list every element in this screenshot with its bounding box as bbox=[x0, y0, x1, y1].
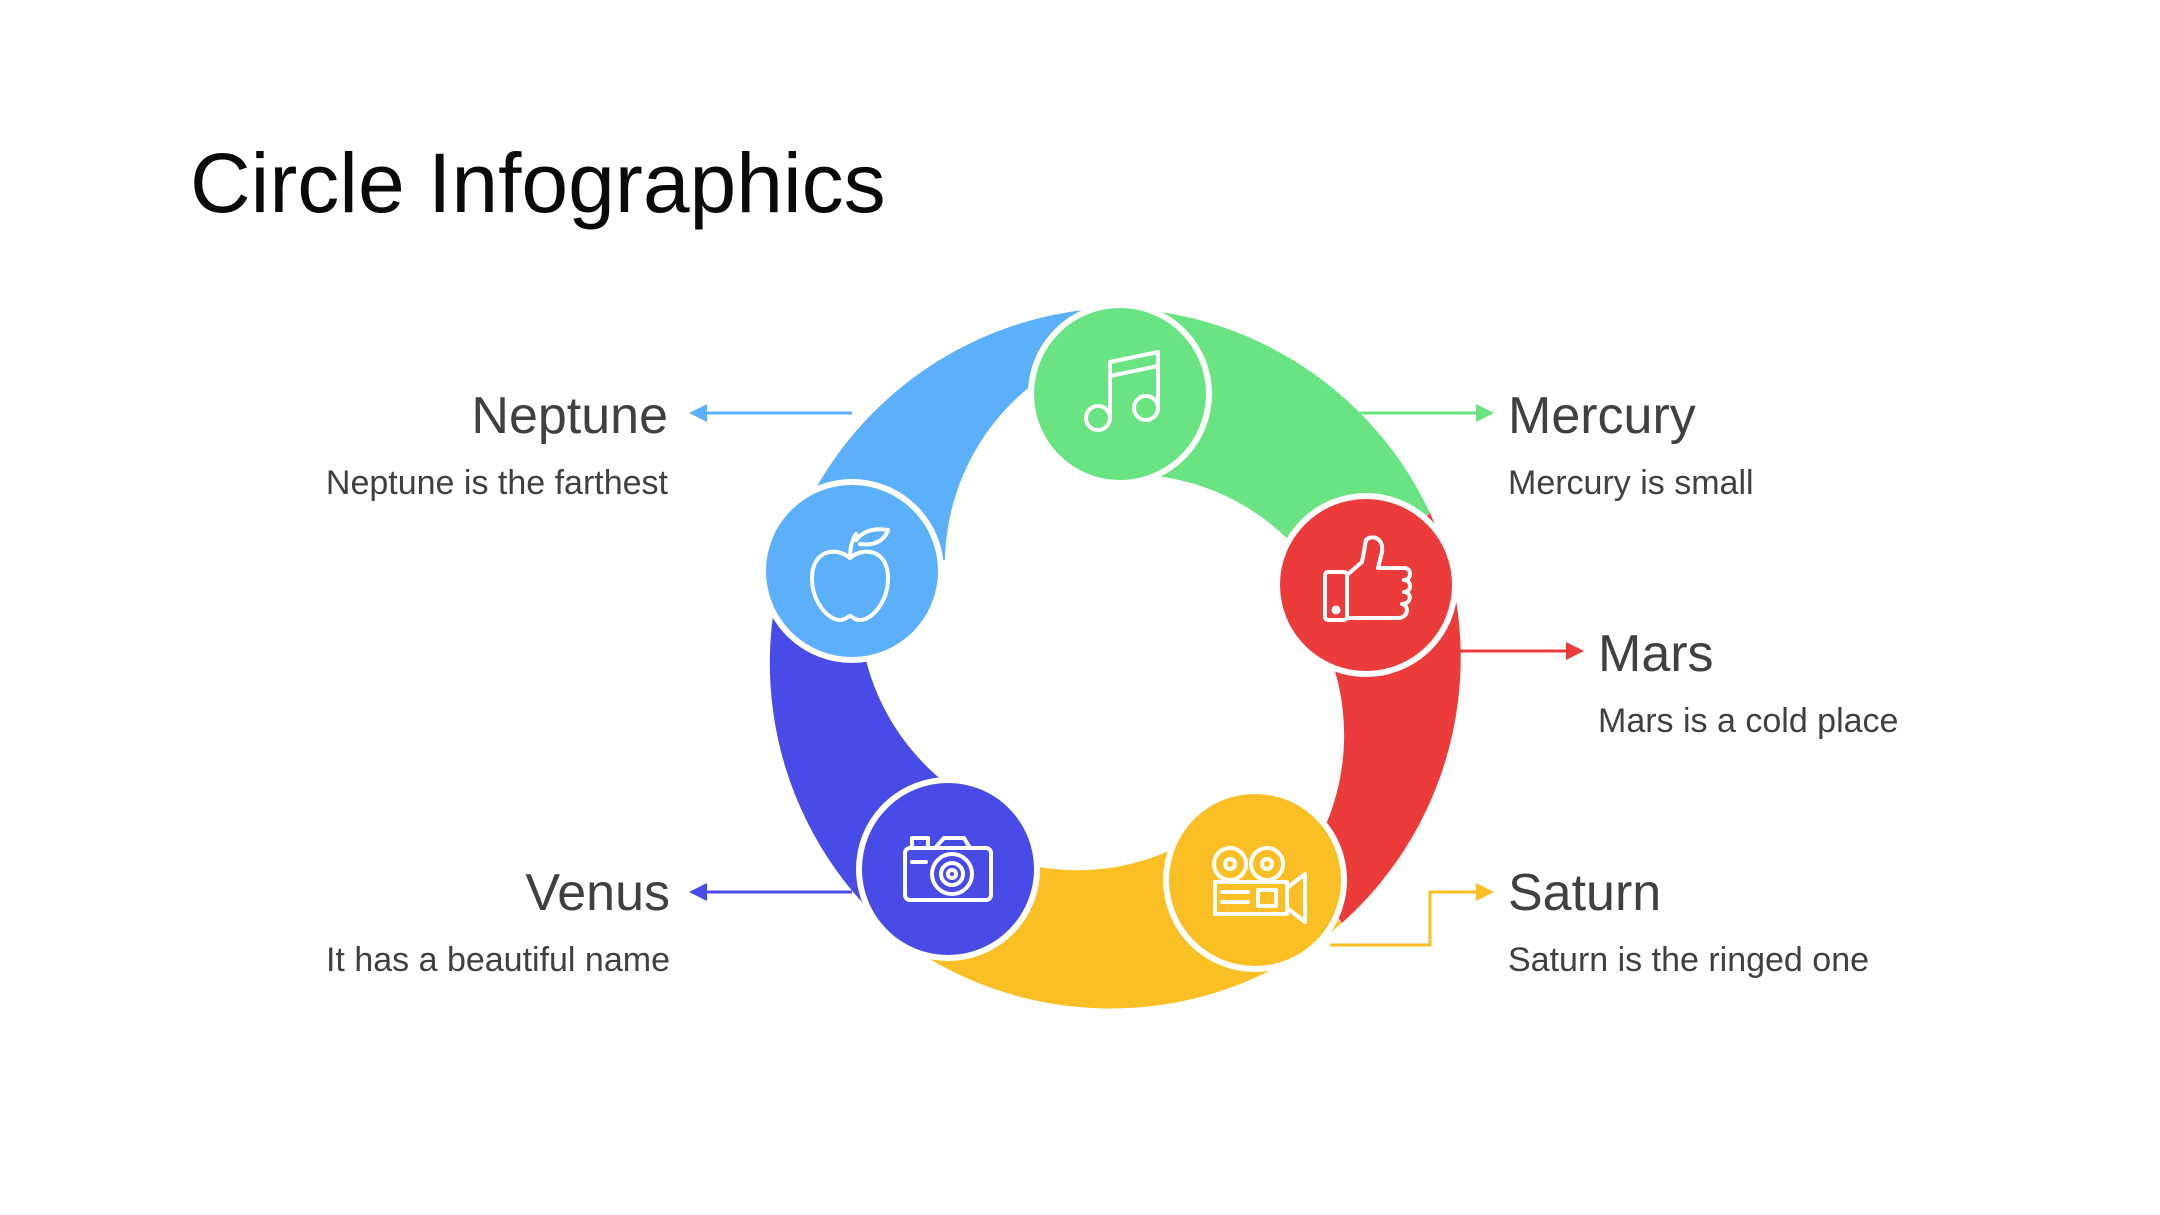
node-saturn bbox=[1163, 788, 1347, 972]
film-projector-icon bbox=[1212, 846, 1307, 924]
node-venus bbox=[856, 777, 1040, 961]
neptune-title: Neptune bbox=[471, 387, 668, 445]
venus-item: Venus It has a beautiful name bbox=[326, 862, 670, 981]
thumbs-up-icon bbox=[1323, 535, 1412, 622]
music-note-icon bbox=[1084, 350, 1160, 432]
apple-icon bbox=[810, 527, 890, 622]
mercury-text: Mercury is small bbox=[1508, 464, 1754, 503]
venus-text: It has a beautiful name bbox=[325, 941, 670, 980]
node-mercury bbox=[1028, 302, 1212, 486]
mars-text: Mars is a cold place bbox=[1598, 702, 1899, 741]
neptune-text: Neptune is the farthest bbox=[325, 464, 668, 503]
mars-title: Mars bbox=[1598, 625, 1714, 683]
mercury-item: Mercury Mercury is small bbox=[1508, 385, 1754, 504]
node-neptune bbox=[760, 479, 944, 663]
mars-item: Mars Mars is a cold place bbox=[1598, 623, 1898, 742]
mercury-title: Mercury bbox=[1508, 387, 1696, 445]
saturn-arrow bbox=[1330, 883, 1494, 947]
venus-title: Venus bbox=[525, 864, 670, 922]
connector-arrows bbox=[689, 404, 1584, 947]
node-mars bbox=[1274, 493, 1458, 677]
saturn-item: Saturn Saturn is the ringed one bbox=[1508, 862, 1869, 981]
camera-icon bbox=[903, 836, 993, 902]
page-title: Circle Infographics bbox=[190, 136, 886, 230]
neptune-item: Neptune Neptune is the farthest bbox=[326, 385, 668, 504]
saturn-title: Saturn bbox=[1508, 864, 1662, 922]
saturn-text: Saturn is the ringed one bbox=[1508, 941, 1870, 980]
